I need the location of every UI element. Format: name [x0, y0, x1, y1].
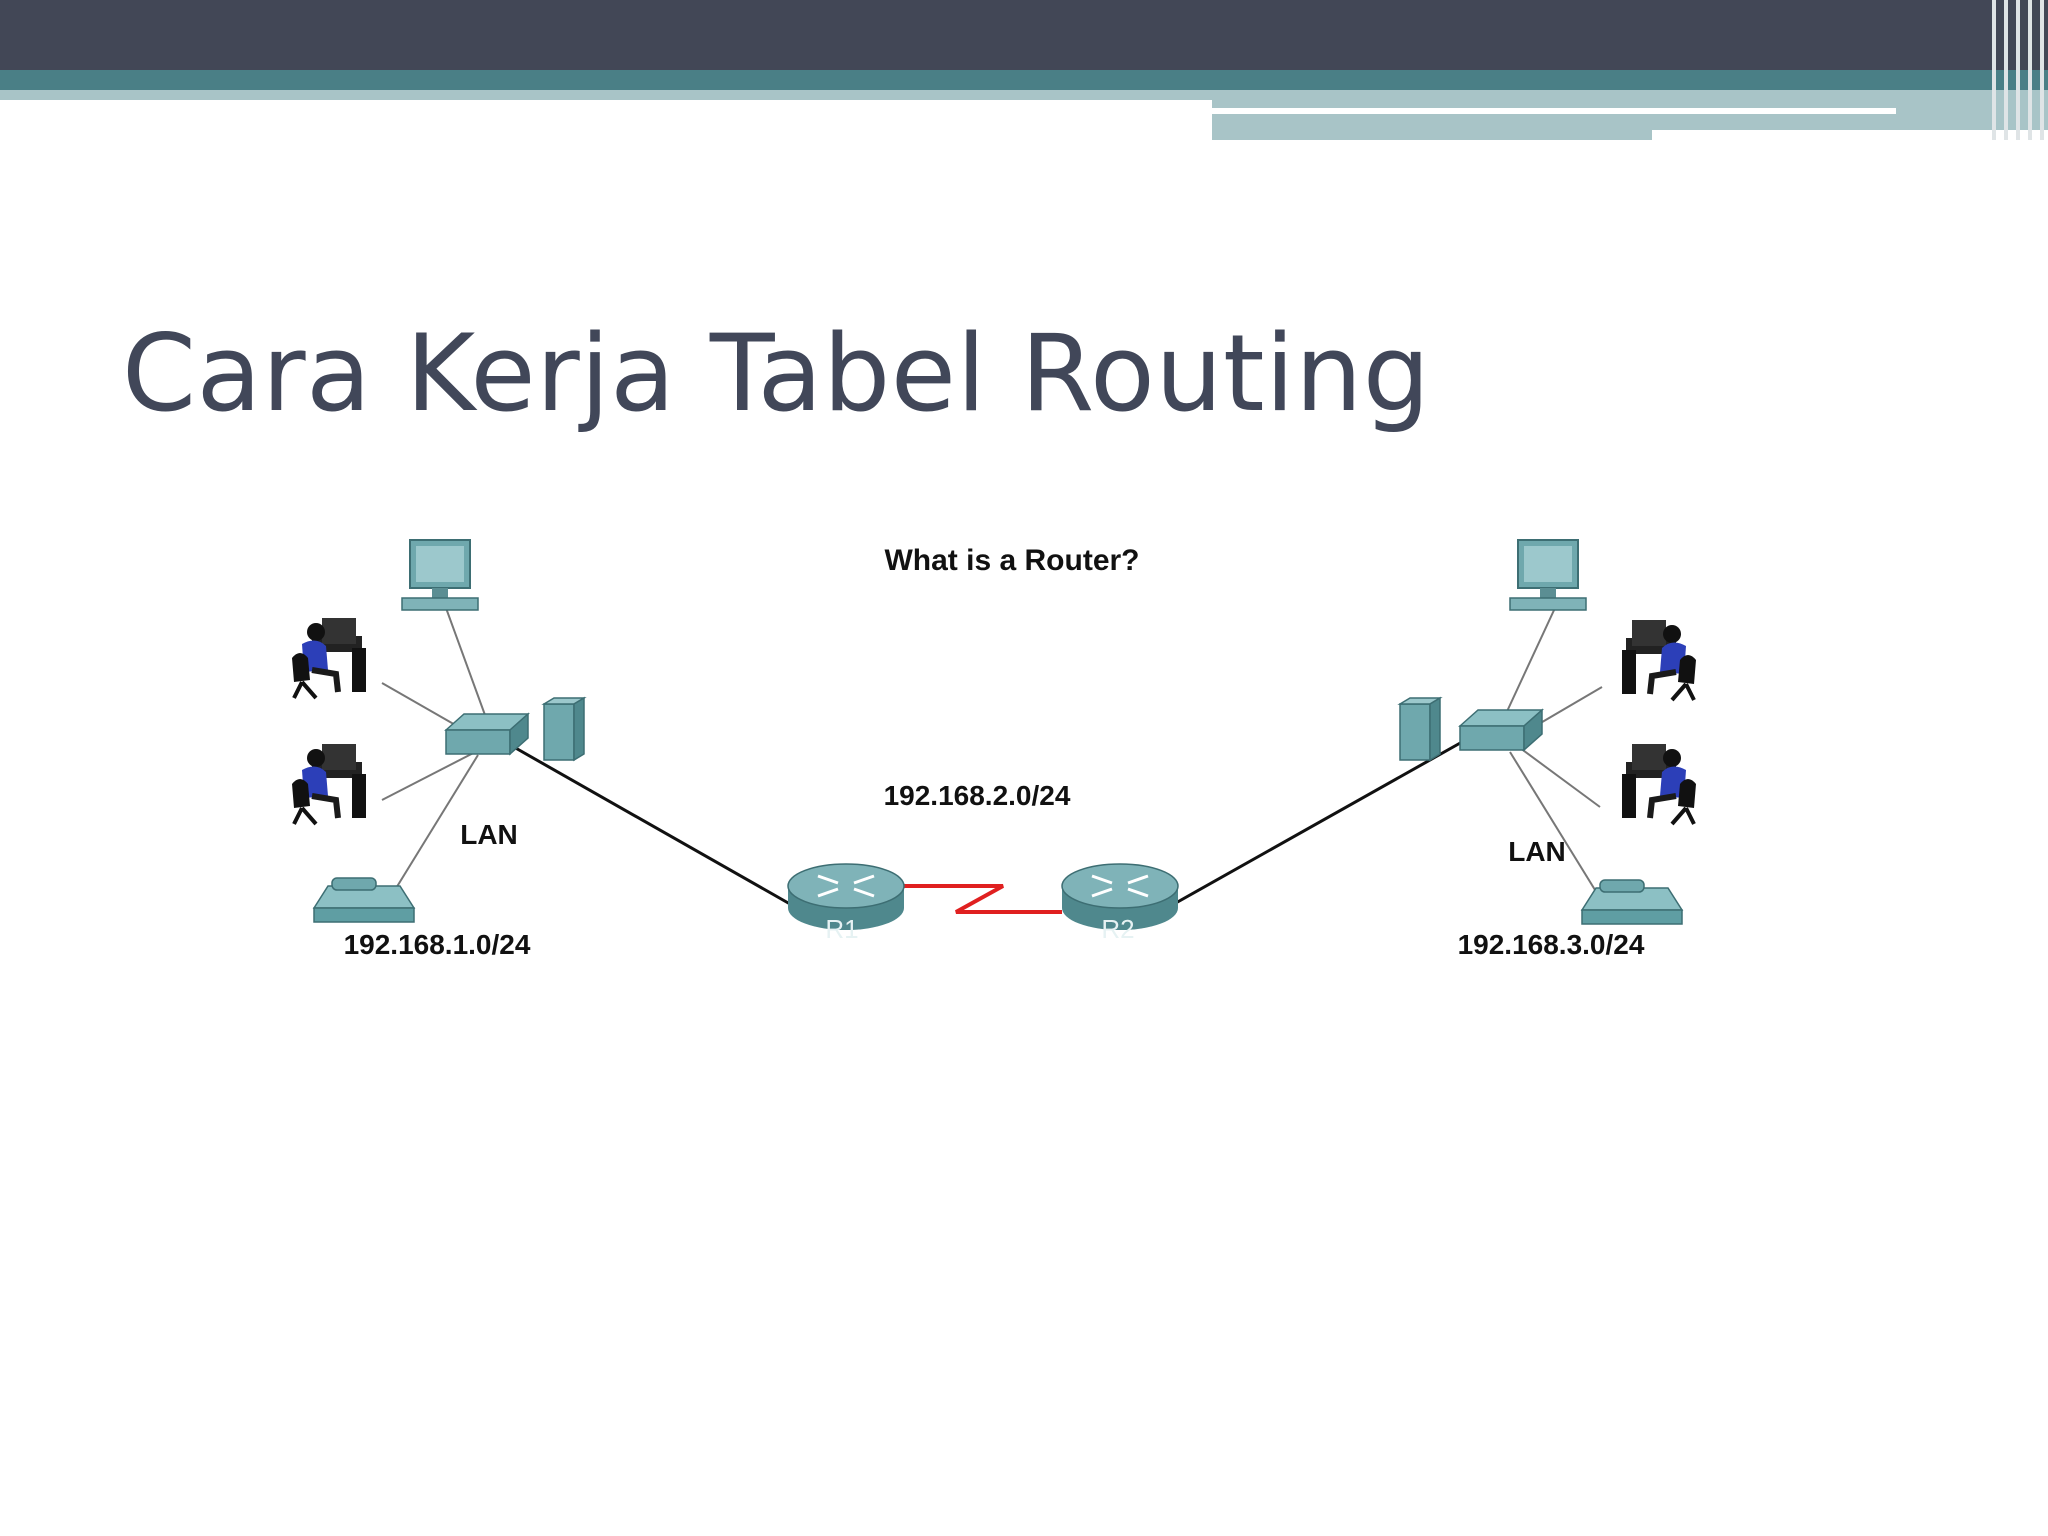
desktop-computer-icon: [1509, 539, 1587, 611]
switch-icon: [445, 713, 529, 755]
user-workstation-icon: [1622, 620, 1696, 700]
server-icon: [543, 697, 585, 761]
left-lan-network-label: 192.168.1.0/24: [344, 929, 531, 960]
ip-phone-icon: [1581, 879, 1683, 925]
decor-stripe: [2028, 0, 2032, 140]
user-workstation-icon: [292, 618, 366, 698]
accent-band-light: [0, 90, 1212, 100]
decor-stripe: [2016, 0, 2020, 140]
switch-icon: [1459, 709, 1543, 751]
decor-stripe: [1992, 0, 1996, 140]
network-diagram: R1 R2 What is a Router? 192.168.2.0/24 L…: [0, 539, 2048, 960]
top-bar: [0, 0, 2048, 70]
right-lan-network-label: 192.168.3.0/24: [1458, 929, 1645, 960]
accent-line: [1212, 108, 1896, 114]
accent-band: [0, 70, 2048, 90]
right-lan-label: LAN: [1508, 836, 1566, 867]
left-lan-label: LAN: [460, 819, 518, 850]
wan-network-label: 192.168.2.0/24: [884, 780, 1071, 811]
decor-stripe: [2004, 0, 2008, 140]
decor-stripe: [2040, 0, 2044, 140]
server-icon: [1399, 697, 1441, 761]
right-lan-links: [1496, 607, 1603, 899]
diagram-caption: What is a Router?: [884, 544, 1139, 577]
serial-link: [900, 884, 1062, 914]
right-uplink: [1173, 740, 1463, 906]
router-r1-label: R1: [825, 914, 858, 944]
left-uplink: [504, 740, 791, 906]
accent-line: [1652, 130, 2048, 140]
slide-title: Cara Kerja Tabel Routing: [122, 312, 1431, 435]
desktop-computer-icon: [401, 539, 479, 611]
user-workstation-icon: [292, 744, 366, 824]
user-workstation-icon: [1622, 744, 1696, 824]
router-r2-label: R2: [1101, 914, 1134, 944]
